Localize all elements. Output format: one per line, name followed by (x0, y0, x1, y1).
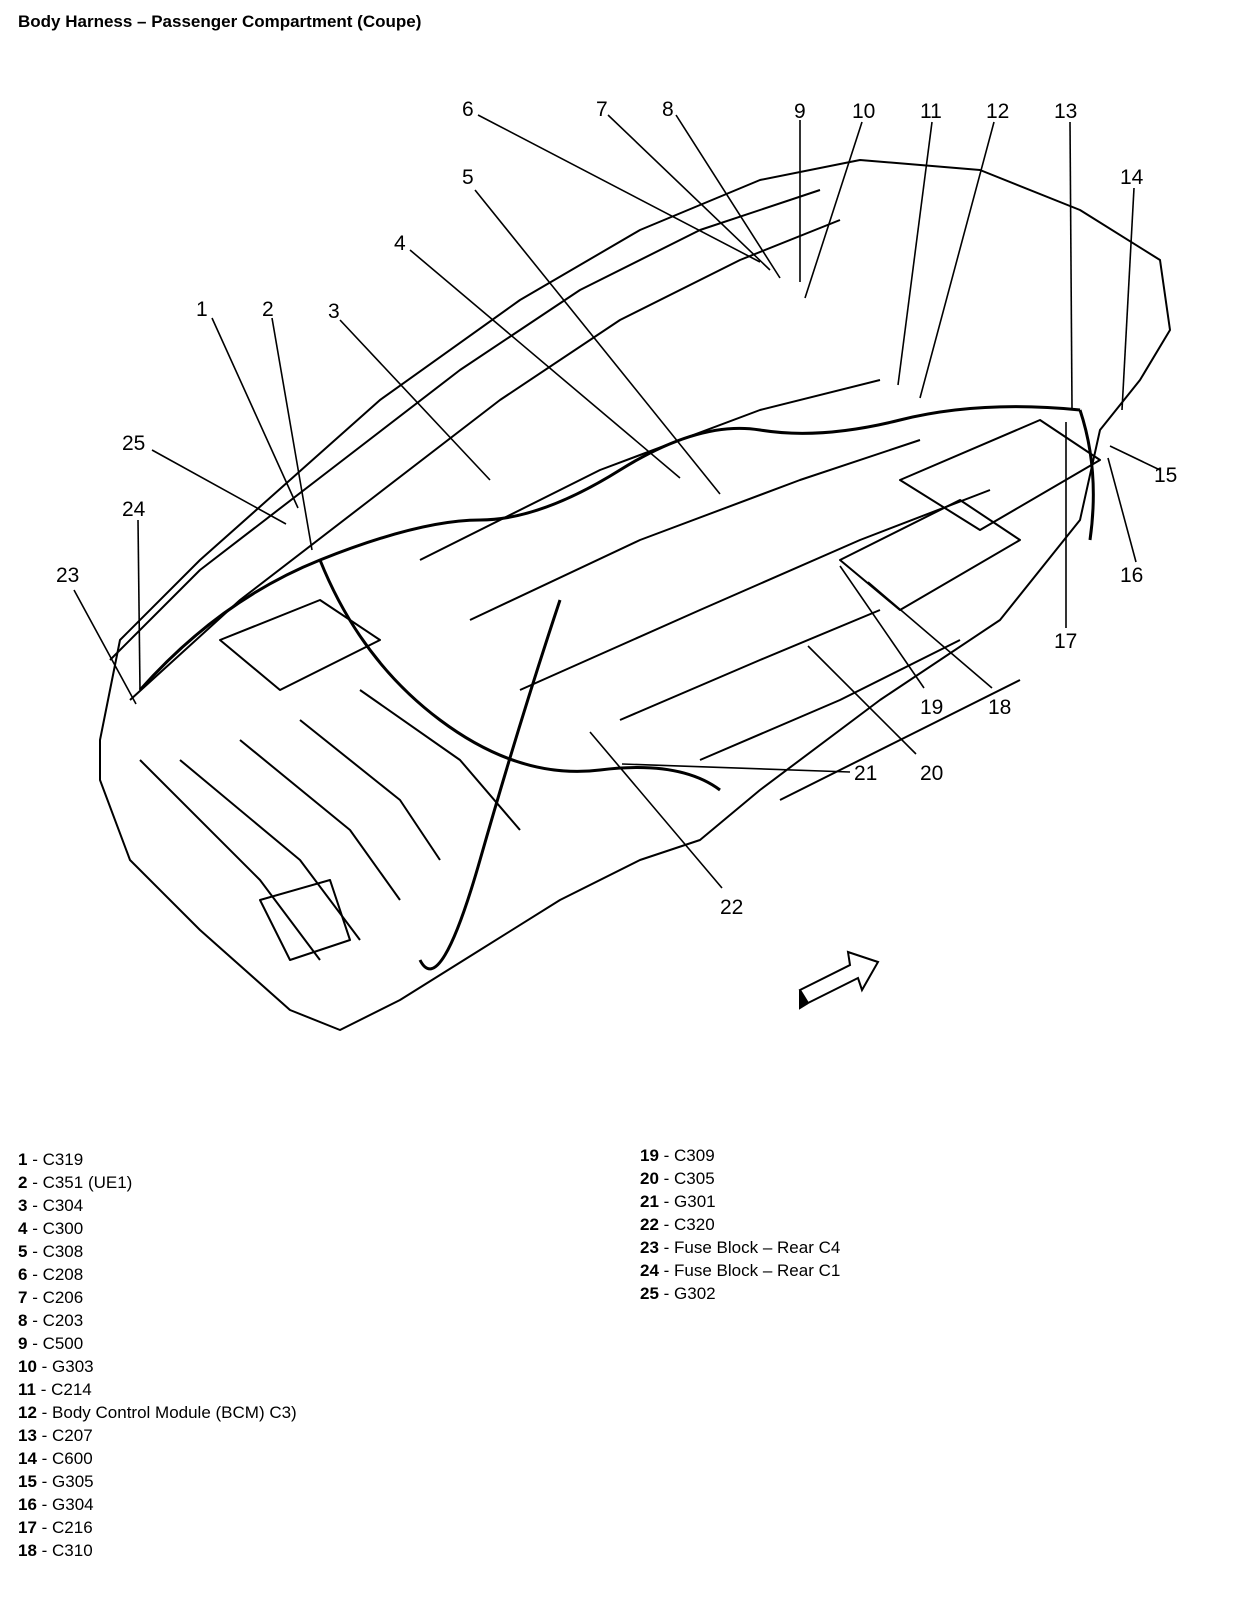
callout-6: 6 (462, 98, 474, 121)
legend-item: 21 - G301 (640, 1192, 716, 1211)
callout-21: 21 (854, 762, 877, 785)
callout-labels: 1 2 3 4 5 6 7 8 9 10 11 12 13 14 15 16 1… (56, 98, 1177, 919)
vehicle-body-outline (99, 159, 1171, 1031)
callout-5: 5 (462, 166, 474, 189)
legend-item: 5 - C308 (18, 1242, 84, 1261)
front-direction-arrow (798, 950, 880, 1010)
callout-1: 1 (196, 298, 208, 321)
legend-item: 10 - G303 (18, 1357, 94, 1376)
callout-11: 11 (920, 100, 942, 123)
legend-item: 25 - G302 (640, 1284, 716, 1303)
callout-9: 9 (794, 100, 806, 123)
legend-item: 22 - C320 (640, 1215, 715, 1234)
legend-item: 4 - C300 (18, 1219, 84, 1238)
callout-24: 24 (122, 498, 146, 521)
callout-16: 16 (1120, 564, 1143, 587)
legend-item: 20 - C305 (640, 1169, 715, 1188)
callout-25: 25 (122, 432, 145, 455)
callout-13: 13 (1054, 100, 1077, 123)
callout-22: 22 (720, 896, 743, 919)
legend-item: 23 - Fuse Block – Rear C4 (640, 1238, 841, 1257)
legend-right: 19 - C309 20 - C305 21 - G301 22 - C320 … (640, 1144, 840, 1305)
legend-item: 1 - C319 (18, 1150, 84, 1169)
legend-item: 17 - C216 (18, 1518, 93, 1537)
callout-10: 10 (852, 100, 875, 123)
legend-item: 11 - C214 (18, 1380, 92, 1399)
legend-item: 12 - Body Control Module (BCM) C3) (18, 1403, 297, 1422)
callout-14: 14 (1120, 166, 1144, 189)
legend-item: 16 - G304 (18, 1495, 94, 1514)
legend-item: 8 - C203 (18, 1311, 84, 1330)
callout-7: 7 (596, 98, 608, 121)
legend-item: 24 - Fuse Block – Rear C1 (640, 1261, 841, 1280)
legend-item: 18 - C310 (18, 1541, 93, 1560)
legend-left: 1 - C319 2 - C351 (UE1) 3 - C304 4 - C30… (18, 1148, 297, 1562)
callout-18: 18 (988, 696, 1011, 719)
callout-2: 2 (262, 298, 274, 321)
callout-8: 8 (662, 98, 674, 121)
leader-lines (73, 114, 1161, 889)
callout-19: 19 (920, 696, 943, 719)
callout-12: 12 (986, 100, 1009, 123)
callout-3: 3 (328, 300, 340, 323)
callout-4: 4 (394, 232, 406, 255)
legend-item: 7 - C206 (18, 1288, 84, 1307)
callout-20: 20 (920, 762, 943, 785)
legend-item: 19 - C309 (640, 1146, 715, 1165)
page-title: Body Harness – Passenger Compartment (Co… (18, 12, 422, 31)
legend-item: 3 - C304 (18, 1196, 84, 1215)
callout-17: 17 (1054, 630, 1077, 653)
callout-15: 15 (1154, 464, 1177, 487)
legend-item: 9 - C500 (18, 1334, 84, 1353)
callout-23: 23 (56, 564, 79, 587)
harness-diagram: 1 2 3 4 5 6 7 8 9 10 11 12 13 14 15 16 1… (56, 98, 1177, 1031)
legend-item: 13 - C207 (18, 1426, 93, 1445)
legend-item: 14 - C600 (18, 1449, 93, 1468)
legend-item: 6 - C208 (18, 1265, 84, 1284)
legend-item: 2 - C351 (UE1) (18, 1173, 133, 1192)
legend-item: 15 - G305 (18, 1472, 94, 1491)
